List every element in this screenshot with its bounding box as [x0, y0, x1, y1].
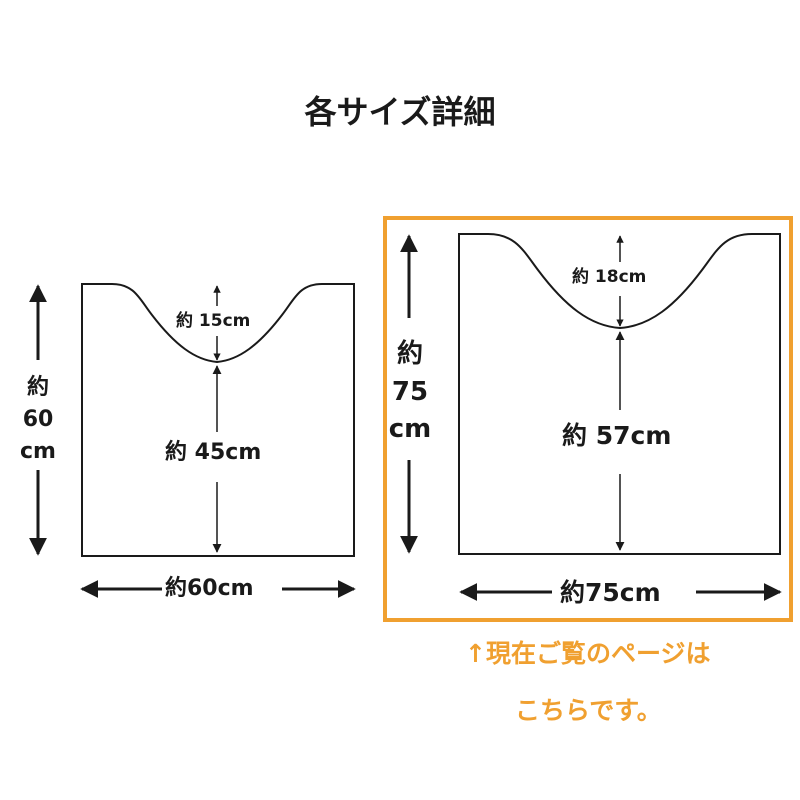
large-cutout-depth-label: 約 18cm	[572, 267, 647, 287]
large-height-label-line3: cm	[388, 414, 432, 445]
large-mat-outline	[458, 233, 781, 555]
highlight-frame	[383, 216, 793, 622]
small-width-label: 約60cm	[165, 576, 254, 601]
small-mat-outline	[81, 283, 355, 557]
small-height-label: 約 60 cm	[18, 372, 58, 468]
large-width-label: 約75cm	[560, 578, 661, 607]
current-page-note-line2: こちらです。	[515, 696, 662, 725]
large-height-label-line2: 75	[391, 376, 429, 407]
large-height-label: 約 75 cm	[388, 336, 432, 449]
small-height-label-line3: cm	[20, 438, 56, 464]
page-title: 各サイズ詳細	[304, 93, 496, 131]
small-cutout-depth-label: 約 15cm	[176, 311, 251, 331]
small-cutout-to-edge-label: 約 45cm	[165, 440, 262, 465]
large-height-label-line1: 約	[396, 339, 423, 369]
current-page-note-line1: ↑現在ご覧のページは	[465, 639, 711, 668]
large-cutout-to-edge-label: 約 57cm	[562, 421, 672, 450]
small-height-label-line2: 60	[22, 406, 54, 432]
small-height-label-line1: 約	[26, 375, 49, 400]
